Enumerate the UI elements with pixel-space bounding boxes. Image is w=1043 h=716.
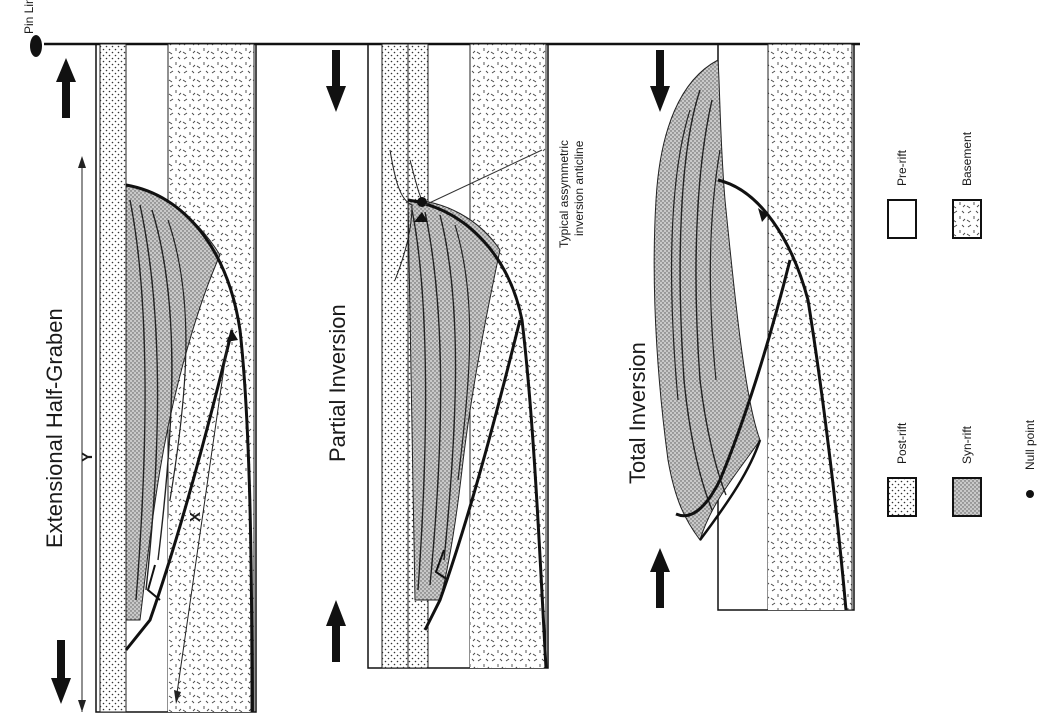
compression-arrow-up	[326, 600, 346, 662]
extension-arrow-up	[56, 58, 76, 118]
label-y: Y	[79, 452, 96, 462]
pin-line: Pin Line	[22, 0, 860, 57]
panel-title-partial: Partial Inversion	[325, 304, 350, 462]
syn-rift-inverted	[654, 60, 760, 540]
compression-arrow-down-3	[650, 50, 670, 112]
panel-title-extensional: Extensional Half-Graben	[42, 308, 67, 548]
null-point	[417, 197, 427, 207]
legend-pre-rift-label: Pre-rift	[895, 149, 909, 186]
post-rift-layer	[100, 44, 126, 712]
legend-basement-swatch	[953, 200, 981, 238]
post-rift-layer-2	[382, 44, 408, 668]
annotation-line1: Typical assymmetric	[557, 140, 571, 248]
annotation-line2: inversion anticline	[572, 140, 586, 236]
legend-post-rift-swatch	[888, 478, 916, 516]
panel-title-total: Total Inversion	[625, 342, 650, 484]
legend-syn-rift-label: Syn-rift	[960, 425, 974, 464]
legend: Post-rift Syn-rift Null point Pre-rift B…	[888, 131, 1037, 516]
panel-partial-inversion: Typical assymmetric inversion anticline …	[325, 44, 586, 668]
legend-basement-label: Basement	[960, 131, 974, 186]
extension-arrow-down	[51, 640, 71, 704]
label-x: X	[187, 512, 204, 522]
legend-syn-rift-swatch	[953, 478, 981, 516]
panel-extensional-half-graben: Y X Extensional Half-Graben	[42, 44, 256, 712]
compression-arrow-down	[326, 50, 346, 112]
compression-arrow-up-3	[650, 548, 670, 608]
panel-total-inversion: Total Inversion	[625, 44, 854, 610]
legend-null-point-symbol	[1026, 490, 1034, 498]
legend-pre-rift-swatch	[888, 200, 916, 238]
legend-null-point-label: Null point	[1023, 419, 1037, 470]
pin-line-label: Pin Line	[22, 0, 36, 34]
legend-post-rift-label: Post-rift	[895, 422, 909, 464]
